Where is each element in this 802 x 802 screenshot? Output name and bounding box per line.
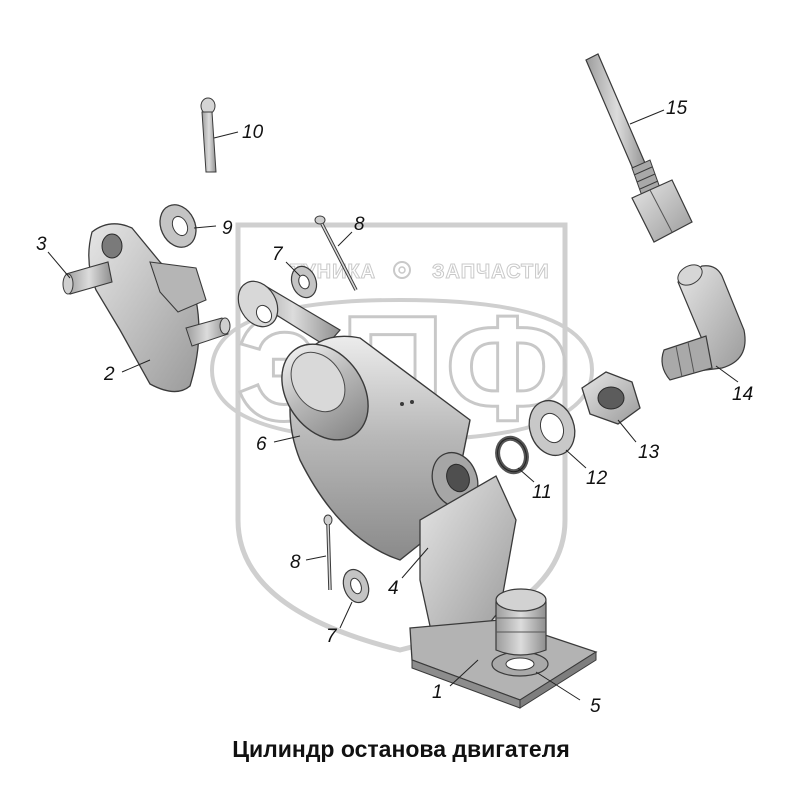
leader-15 [629,109,665,125]
washer-part-12 [528,399,576,457]
leader-5 [535,671,581,701]
diagram-caption: Цилиндр останова двигателя [232,736,570,762]
gear-icon [393,261,411,279]
cotter-pin-part-8-lower [323,514,333,591]
callout-8-upper: 8 [354,214,365,235]
callout-11: 11 [532,482,552,503]
leader-3 [47,251,71,279]
callout-9: 9 [222,218,233,239]
callout-8-lower: 8 [290,552,301,573]
cylinder-part-6 [237,280,479,561]
callout-4: 4 [388,578,399,599]
leader-7b [339,601,353,629]
watermark-shield [235,222,568,653]
callout-15: 15 [666,98,688,119]
leader-2 [121,359,151,373]
leader-8b [305,555,327,561]
pipe-fitting-part-15 [585,53,693,243]
callout-5: 5 [590,696,601,717]
shaft-part-3 [62,261,113,295]
callout-10: 10 [242,122,264,143]
washer-part-7-lower [342,568,370,604]
pin-part-10 [200,97,217,173]
callout-labels: 1 2 3 4 5 6 7 7 8 8 9 10 11 12 13 14 15 [36,98,753,717]
leader-13 [617,419,637,443]
leader-lines [47,109,739,701]
lever-part-2 [88,223,231,393]
callout-3: 3 [36,234,47,255]
callout-12: 12 [586,468,608,489]
hex-nut-part-13 [581,371,641,425]
leader-11 [517,467,535,483]
washer-part-9 [159,204,197,248]
seal-ring-part-11 [495,435,529,475]
callout-6: 6 [256,434,267,455]
callout-7-upper: 7 [272,244,284,265]
callout-13: 13 [638,442,660,463]
callout-2: 2 [103,364,115,385]
cotter-pin-part-8-upper [314,215,358,291]
watermark-brand-right: ЗАПЧАСТИ [432,261,550,283]
leader-14 [715,365,739,383]
leader-7a [285,261,301,277]
callout-7-lower: 7 [326,626,338,647]
leader-9 [193,225,217,229]
leader-1 [449,659,479,687]
callout-1: 1 [432,682,443,703]
leader-6 [273,435,301,443]
leader-4 [401,547,429,579]
leader-8a [337,231,353,247]
elbow-fitting-part-14 [661,264,746,381]
fitting-part-5 [491,588,549,677]
leader-10 [213,131,239,139]
leader-12 [565,449,587,469]
callout-14: 14 [732,384,753,405]
